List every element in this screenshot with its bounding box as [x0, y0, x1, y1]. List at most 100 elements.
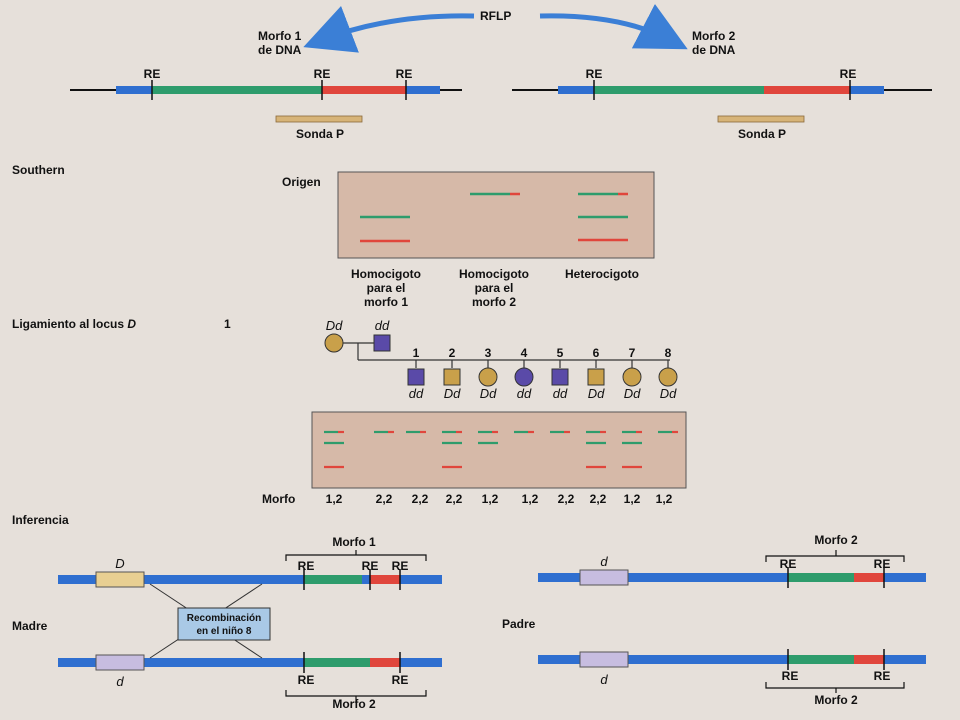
- child-genotype: dd: [409, 386, 424, 401]
- re-site-label: RE: [874, 557, 891, 571]
- probe-label: Sonda P: [738, 127, 786, 141]
- child-genotype: Dd: [660, 386, 677, 401]
- inference-section-label: Inferencia: [12, 513, 69, 527]
- child-male-symbol: [443, 368, 461, 386]
- child-number: 7: [629, 346, 636, 360]
- southern-section-label: Southern: [12, 163, 65, 177]
- morph-row-label: Morfo: [262, 492, 295, 506]
- child-genotype: dd: [517, 386, 532, 401]
- father-chromosome-2: [538, 649, 926, 670]
- child-morph-value: 2,2: [412, 492, 429, 506]
- child-genotype: Dd: [588, 386, 605, 401]
- mother-symbol: [324, 333, 344, 353]
- morph2-title-line1: Morfo 2: [692, 29, 736, 43]
- father-symbol: [373, 334, 391, 352]
- morph1-bracket-label: Morfo 1: [332, 535, 376, 549]
- probe-bar: [717, 115, 805, 123]
- svg-text:morfo 2: morfo 2: [472, 295, 516, 309]
- allele-D-label: D: [115, 556, 124, 571]
- probe-bar: [275, 115, 363, 123]
- child-number: 6: [593, 346, 600, 360]
- father-label: Padre: [502, 617, 536, 631]
- child-morph-value: 1,2: [656, 492, 673, 506]
- probe-label: Sonda P: [296, 127, 344, 141]
- morph1-title-line2: de DNA: [258, 43, 302, 57]
- lane-label-heterozygous: Heterocigoto: [565, 267, 639, 281]
- morph1-bracket: [285, 550, 427, 561]
- allele-d-label: d: [116, 674, 124, 689]
- child-female-symbol: [658, 367, 678, 387]
- morph2-bracket-label: Morfo 2: [332, 697, 376, 711]
- parent-morph-value: 1,2: [326, 492, 343, 506]
- child-morph-value: 1,2: [624, 492, 641, 506]
- lane-label-homozygous-1: Homocigoto para el morfo 1: [351, 267, 421, 309]
- re-site-label: RE: [298, 559, 315, 573]
- morph2-title-line2: de DNA: [692, 43, 736, 57]
- lane-label-homozygous-2: Homocigoto para el morfo 2: [459, 267, 529, 309]
- child-genotype: dd: [553, 386, 568, 401]
- child-number: 4: [521, 346, 528, 360]
- rflp-label: RFLP: [480, 9, 511, 23]
- child-number: 5: [557, 346, 564, 360]
- re-site-label: RE: [874, 669, 891, 683]
- child-genotype: Dd: [444, 386, 461, 401]
- child-female-symbol: [478, 367, 498, 387]
- morph2-bracket-mother: [285, 690, 427, 701]
- child-morph-value: 2,2: [558, 492, 575, 506]
- child-male-symbol: [551, 368, 569, 386]
- child-number: 3: [485, 346, 492, 360]
- child-number: 8: [665, 346, 672, 360]
- re-site-label: RE: [362, 559, 379, 573]
- child-morph-value: 1,2: [482, 492, 499, 506]
- generation-number: 1: [224, 317, 231, 331]
- child-morph-value: 1,2: [522, 492, 539, 506]
- father-genotype: dd: [375, 318, 390, 333]
- re-site-label: RE: [392, 559, 409, 573]
- recombination-box: [177, 607, 271, 641]
- re-site-label: RE: [780, 557, 797, 571]
- morph2-bracket-label: Morfo 2: [814, 693, 858, 707]
- re-site-label: RE: [144, 67, 161, 81]
- child-morph-value: 2,2: [590, 492, 607, 506]
- origin-label: Origen: [282, 175, 321, 189]
- svg-text:para el: para el: [475, 281, 514, 295]
- arrow-right-icon: [539, 3, 688, 50]
- linkage-section-label: Ligamiento al locus D: [12, 317, 136, 331]
- child-female-symbol: [514, 367, 534, 387]
- morph1-chromosome: [70, 80, 462, 100]
- svg-text:morfo 1: morfo 1: [364, 295, 408, 309]
- re-site-label: RE: [840, 67, 857, 81]
- child-genotype: Dd: [480, 386, 497, 401]
- morph2-bracket-father-top: [765, 550, 905, 562]
- child-male-symbol: [407, 368, 425, 386]
- mother-chromosome-2: [58, 652, 442, 673]
- morph2-bracket-label: Morfo 2: [814, 533, 858, 547]
- child-female-symbol: [622, 367, 642, 387]
- morph2-bracket-father-bottom: [765, 682, 905, 693]
- father-chromosome-1: [538, 567, 926, 588]
- child-number: 1: [413, 346, 420, 360]
- re-site-label: RE: [396, 67, 413, 81]
- mother-genotype: Dd: [326, 318, 343, 333]
- allele-d-label: d: [600, 672, 608, 687]
- father-morph-value: 2,2: [376, 492, 393, 506]
- recombination-line2: en el niño 8: [196, 626, 251, 637]
- re-site-label: RE: [782, 669, 799, 683]
- child-morph-value: 2,2: [446, 492, 463, 506]
- morph1-title-line1: Morfo 1: [258, 29, 302, 43]
- mother-label: Madre: [12, 619, 48, 633]
- svg-text:para el: para el: [367, 281, 406, 295]
- child-genotype: Dd: [624, 386, 641, 401]
- recombination-line1: Recombinación: [187, 613, 261, 624]
- child-male-symbol: [587, 368, 605, 386]
- linkage-gel: [311, 411, 687, 489]
- re-site-label: RE: [392, 673, 409, 687]
- svg-text:Homocigoto: Homocigoto: [351, 267, 421, 281]
- svg-text:Homocigoto: Homocigoto: [459, 267, 529, 281]
- re-site-label: RE: [298, 673, 315, 687]
- svg-text:Heterocigoto: Heterocigoto: [565, 267, 639, 281]
- re-site-label: RE: [586, 67, 603, 81]
- re-site-label: RE: [314, 67, 331, 81]
- arrow-left-icon: [303, 5, 475, 53]
